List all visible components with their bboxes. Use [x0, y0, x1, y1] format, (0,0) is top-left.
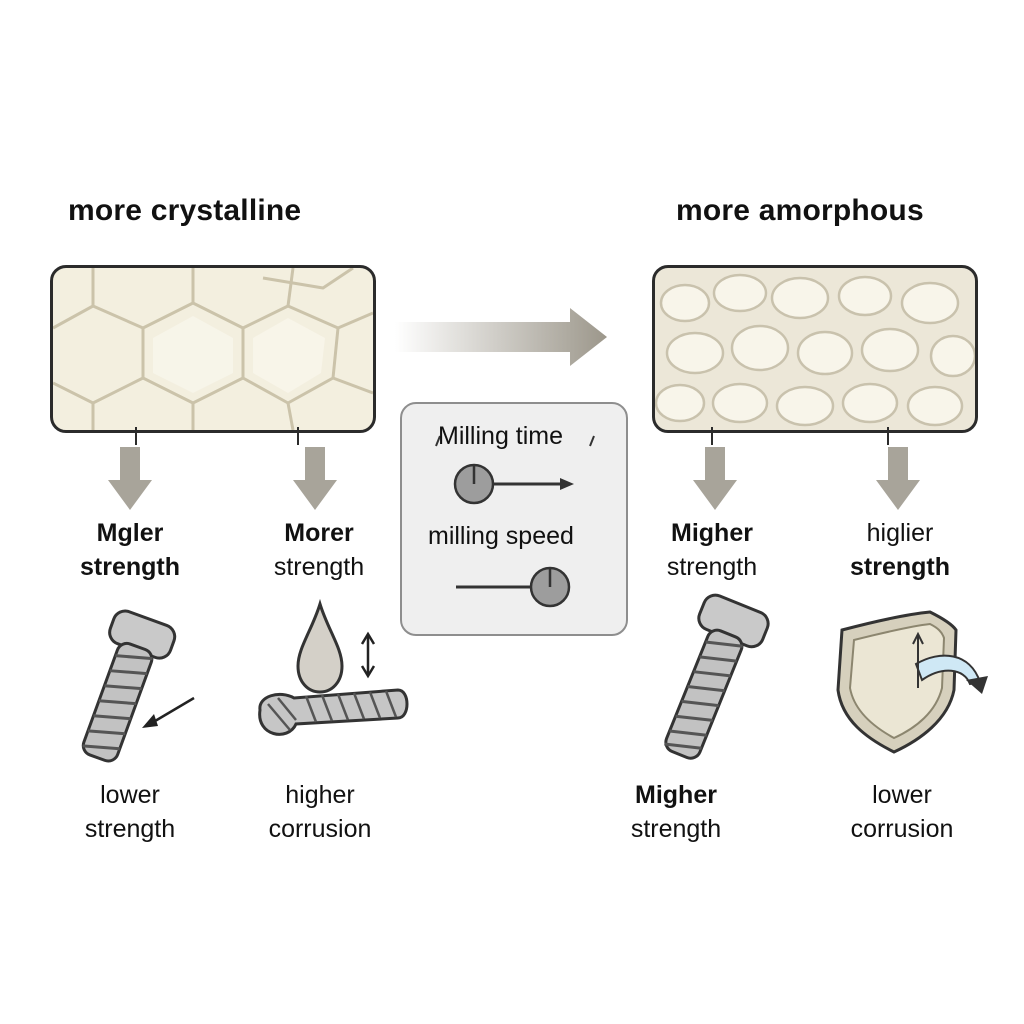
water-drop-icon	[296, 598, 344, 694]
amorphous-cell-pattern	[655, 273, 975, 427]
crystalline-structure-panel	[50, 265, 376, 433]
milling-parameters-box: Milling time milling speed	[400, 402, 628, 636]
milling-time-label: Milling time	[438, 422, 564, 450]
down-arrow-icon	[693, 447, 737, 510]
property-label-4: higlier strength	[850, 519, 950, 581]
outcome-label-4: lower corrusion	[850, 781, 954, 843]
tick-marks-icon	[435, 435, 595, 447]
down-arrow-icon	[108, 447, 152, 510]
property-label-1: Mgler strength	[80, 519, 180, 581]
diagonal-arrow-icon	[142, 696, 195, 728]
milling-time-slider[interactable]	[452, 462, 582, 506]
property-label-2: Morer strength	[273, 519, 365, 581]
crystalline-title: more crystalline	[68, 194, 302, 227]
down-arrow-icon	[293, 447, 337, 510]
horizontal-bolt-icon	[258, 688, 409, 736]
milling-speed-slider[interactable]	[454, 564, 584, 610]
amorphous-structure-panel	[652, 265, 978, 433]
deflect-arrow-icon	[912, 631, 988, 694]
amorphous-title: more amorphous	[676, 194, 924, 227]
milling-speed-label: milling speed	[428, 522, 574, 550]
property-label-3: Migher strength	[666, 519, 758, 581]
down-arrows-group	[108, 427, 920, 510]
bolt-icon	[81, 609, 195, 763]
transition-arrow-icon	[395, 308, 607, 366]
outcome-label-3: Migher strength	[630, 781, 722, 843]
crystalline-grain-pattern	[53, 268, 373, 430]
outcome-label-1: lower strength	[84, 781, 176, 843]
corrosion-drop-bolt-icon	[258, 598, 409, 736]
vertical-double-arrow-icon	[360, 631, 376, 679]
bolt-icon-right	[664, 593, 770, 760]
outcome-label-2: higher corrusion	[268, 781, 372, 843]
down-arrow-icon	[876, 447, 920, 510]
shield-icon	[836, 610, 988, 754]
